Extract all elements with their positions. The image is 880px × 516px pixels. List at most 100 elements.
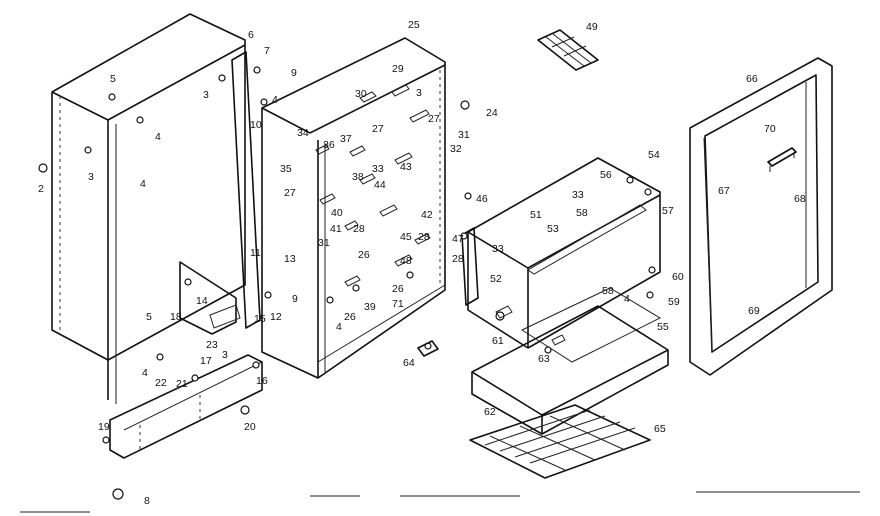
callout-31: 31 xyxy=(458,129,470,141)
callout-33: 33 xyxy=(372,163,384,175)
callout-34: 34 xyxy=(297,127,309,139)
inner-liner xyxy=(261,37,446,379)
callout-6: 6 xyxy=(248,29,254,41)
callout-3: 3 xyxy=(222,349,228,361)
callout-33: 33 xyxy=(492,243,504,255)
callout-62: 62 xyxy=(484,406,496,418)
callout-58: 58 xyxy=(576,207,588,219)
callout-24: 24 xyxy=(486,107,498,119)
callout-33: 33 xyxy=(572,189,584,201)
callout-4: 4 xyxy=(272,94,278,106)
callout-25: 25 xyxy=(408,19,420,31)
callout-9: 9 xyxy=(291,67,297,79)
callout-41: 41 xyxy=(330,223,342,235)
base-frame xyxy=(109,354,263,459)
callout-2: 2 xyxy=(38,183,44,195)
hardware-fasteners xyxy=(38,66,656,500)
callout-36: 36 xyxy=(323,139,335,151)
callout-32: 32 xyxy=(450,143,462,155)
callout-4: 4 xyxy=(336,321,342,333)
liner-brackets xyxy=(315,84,431,287)
callout-14: 14 xyxy=(196,295,208,307)
side-trim-strip xyxy=(231,51,261,329)
callout-56: 56 xyxy=(600,169,612,181)
callout-49: 49 xyxy=(586,21,598,33)
callout-53: 53 xyxy=(547,223,559,235)
callout-22: 22 xyxy=(155,377,167,389)
callout-4: 4 xyxy=(155,131,161,143)
callout-18: 18 xyxy=(170,311,182,323)
door-frame xyxy=(689,57,833,376)
callout-20: 20 xyxy=(244,421,256,433)
callout-69: 69 xyxy=(748,305,760,317)
callout-60: 60 xyxy=(672,271,684,283)
callout-29: 29 xyxy=(392,63,404,75)
callout-64: 64 xyxy=(403,357,415,369)
callout-57: 57 xyxy=(662,205,674,217)
callout-labels: 5 4 3 4 2 6 7 9 3 4 10 25 49 66 29 30 3 … xyxy=(38,19,806,507)
callout-66: 66 xyxy=(746,73,758,85)
callout-31: 31 xyxy=(318,237,330,249)
callout-3: 3 xyxy=(416,87,422,99)
callout-4: 4 xyxy=(142,367,148,379)
callout-47: 47 xyxy=(452,233,464,245)
middle-shelf xyxy=(520,287,662,363)
callout-38: 38 xyxy=(352,171,364,183)
callout-28: 28 xyxy=(353,223,365,235)
callout-4: 4 xyxy=(140,178,146,190)
callout-42: 42 xyxy=(421,209,433,221)
callout-27: 27 xyxy=(428,113,440,125)
callout-48: 48 xyxy=(400,255,412,267)
callout-16: 16 xyxy=(256,375,268,387)
callout-68: 68 xyxy=(794,193,806,205)
callout-55: 55 xyxy=(657,321,669,333)
callout-63: 63 xyxy=(538,353,550,365)
callout-30: 30 xyxy=(355,88,367,100)
callout-11: 11 xyxy=(250,247,261,259)
callout-61: 61 xyxy=(492,335,504,347)
callout-12: 12 xyxy=(270,311,282,323)
callout-52: 52 xyxy=(490,273,502,285)
callout-8: 8 xyxy=(144,495,150,507)
callout-28: 28 xyxy=(452,253,464,265)
callout-4: 4 xyxy=(624,293,630,305)
callout-28: 28 xyxy=(418,231,430,243)
bottom-tray xyxy=(471,305,669,435)
callout-70: 70 xyxy=(764,123,776,135)
callout-58: 58 xyxy=(602,285,614,297)
callout-27: 27 xyxy=(284,187,296,199)
lower-hinge-bracket xyxy=(179,261,241,335)
callout-9: 9 xyxy=(292,293,298,305)
callout-67: 67 xyxy=(718,185,730,197)
callout-46: 46 xyxy=(476,193,488,205)
callout-26: 26 xyxy=(344,311,356,323)
callout-51: 51 xyxy=(530,209,542,221)
callout-13: 13 xyxy=(284,253,296,265)
callout-5: 5 xyxy=(146,311,152,323)
callout-71: 71 xyxy=(392,298,404,310)
callout-3: 3 xyxy=(203,89,209,101)
footer-lines xyxy=(20,491,860,513)
callout-59: 59 xyxy=(668,296,680,308)
callout-35: 35 xyxy=(280,163,292,175)
panel-side-rail xyxy=(461,227,479,306)
callout-26: 26 xyxy=(392,283,404,295)
callout-19: 19 xyxy=(98,421,110,433)
callout-65: 65 xyxy=(654,423,666,435)
callout-23: 23 xyxy=(206,339,218,351)
callout-44: 44 xyxy=(374,179,386,191)
door-handle xyxy=(767,147,797,172)
callout-15: 15 xyxy=(254,313,266,325)
callout-26: 26 xyxy=(358,249,370,261)
callout-27: 27 xyxy=(372,123,384,135)
callout-37: 37 xyxy=(340,133,352,145)
control-panel xyxy=(467,157,661,349)
callout-45: 45 xyxy=(400,231,412,243)
callout-3: 3 xyxy=(88,171,94,183)
callout-5: 5 xyxy=(110,73,116,85)
callout-40: 40 xyxy=(331,207,343,219)
callout-21: 21 xyxy=(176,378,188,390)
top-grille xyxy=(537,29,599,71)
callout-7: 7 xyxy=(264,45,270,57)
